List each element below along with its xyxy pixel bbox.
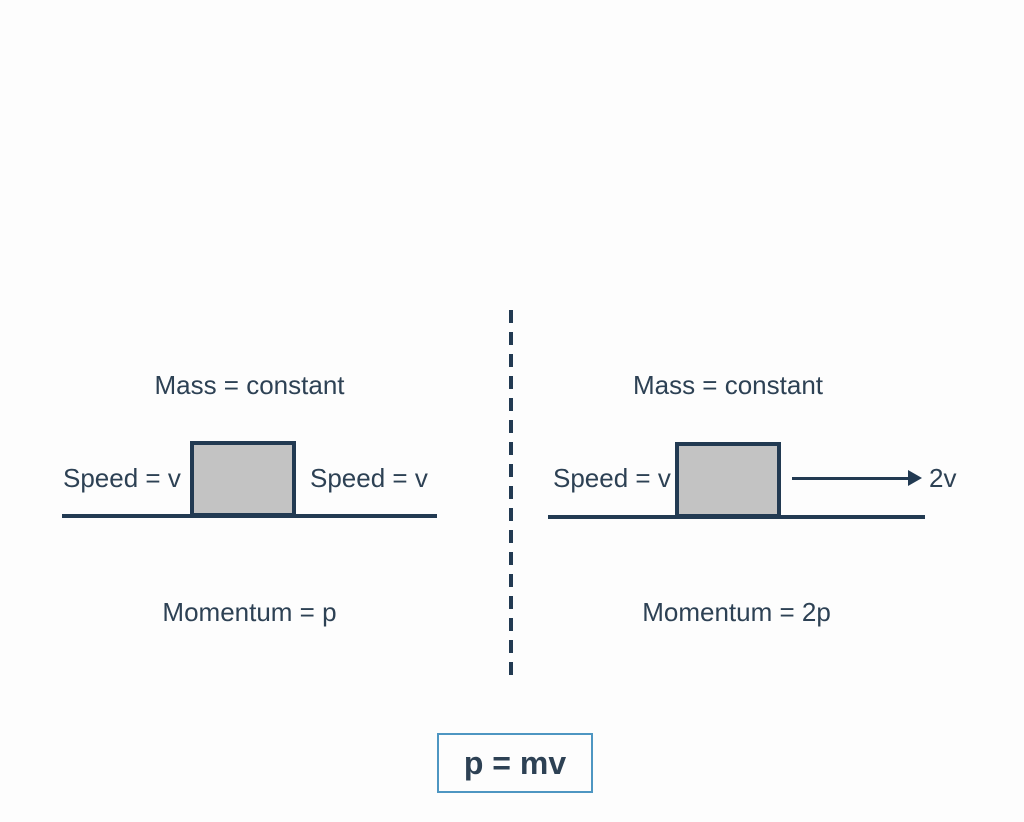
left-mass-block	[190, 441, 296, 517]
velocity-arrow-head-icon	[908, 470, 922, 486]
right-ground-line	[548, 515, 925, 519]
momentum-formula-box: p = mv	[437, 733, 593, 793]
panel-divider-dashed-line	[509, 310, 513, 682]
left-speed-right-label: Speed = v	[310, 463, 428, 493]
left-speed-left-label: Speed = v	[63, 463, 181, 493]
left-ground-line	[62, 514, 437, 518]
right-momentum-label: Momentum = 2p	[642, 597, 831, 627]
arrow-speed-value-label: 2v	[929, 463, 957, 493]
left-mass-label: Mass = constant	[154, 370, 345, 400]
velocity-arrow	[792, 470, 922, 486]
momentum-formula-text: p = mv	[463, 744, 567, 781]
right-speed-label: Speed = v	[553, 463, 671, 493]
left-momentum-label: Momentum = p	[162, 597, 337, 627]
right-mass-label: Mass = constant	[632, 370, 824, 400]
velocity-arrow-shaft	[792, 476, 912, 480]
right-mass-block	[675, 442, 781, 518]
